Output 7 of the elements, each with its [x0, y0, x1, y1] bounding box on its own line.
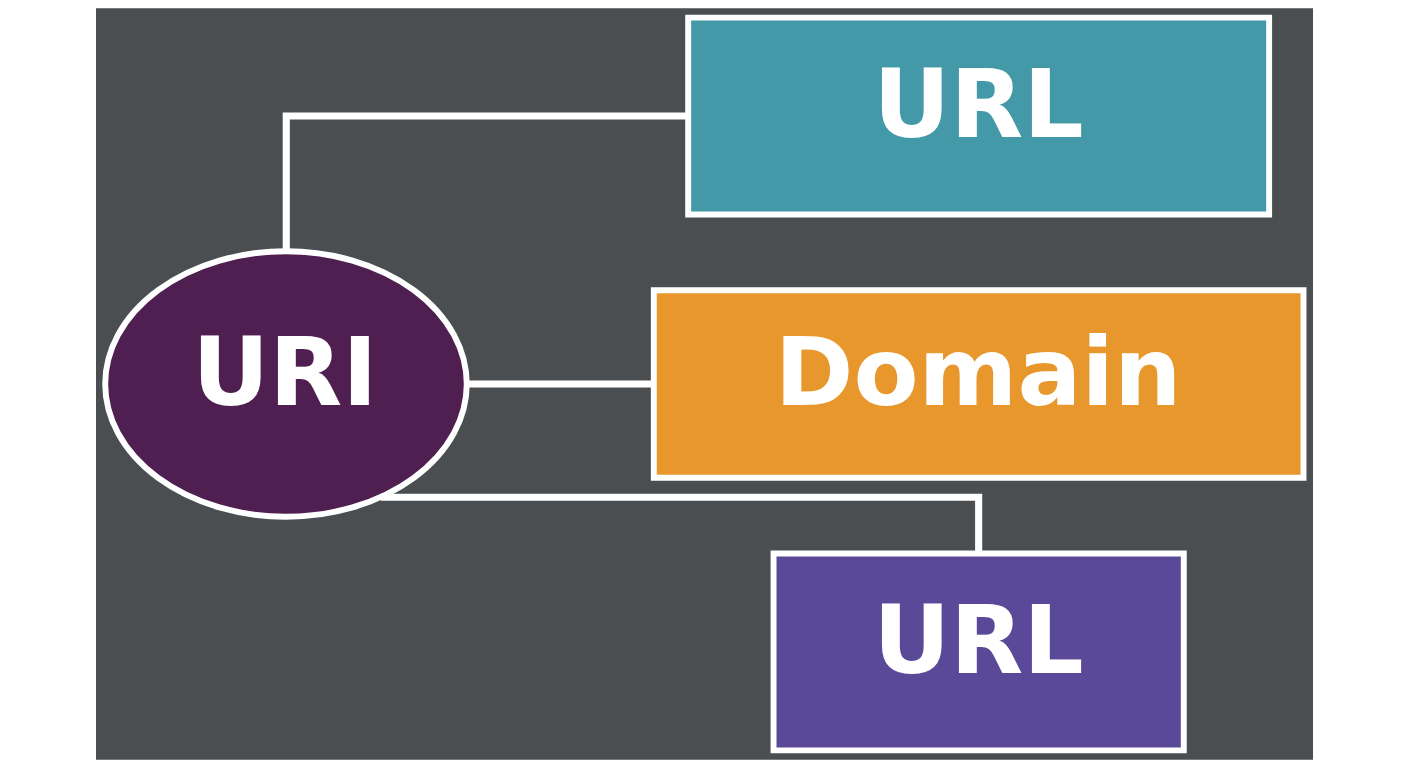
connector — [466, 380, 653, 388]
node-ellipse: URI — [101, 248, 470, 520]
connector — [380, 493, 982, 554]
node-box: URL — [770, 550, 1187, 754]
node-box: URL — [684, 14, 1272, 218]
node-box: Domain — [650, 287, 1306, 481]
connector — [282, 112, 688, 251]
